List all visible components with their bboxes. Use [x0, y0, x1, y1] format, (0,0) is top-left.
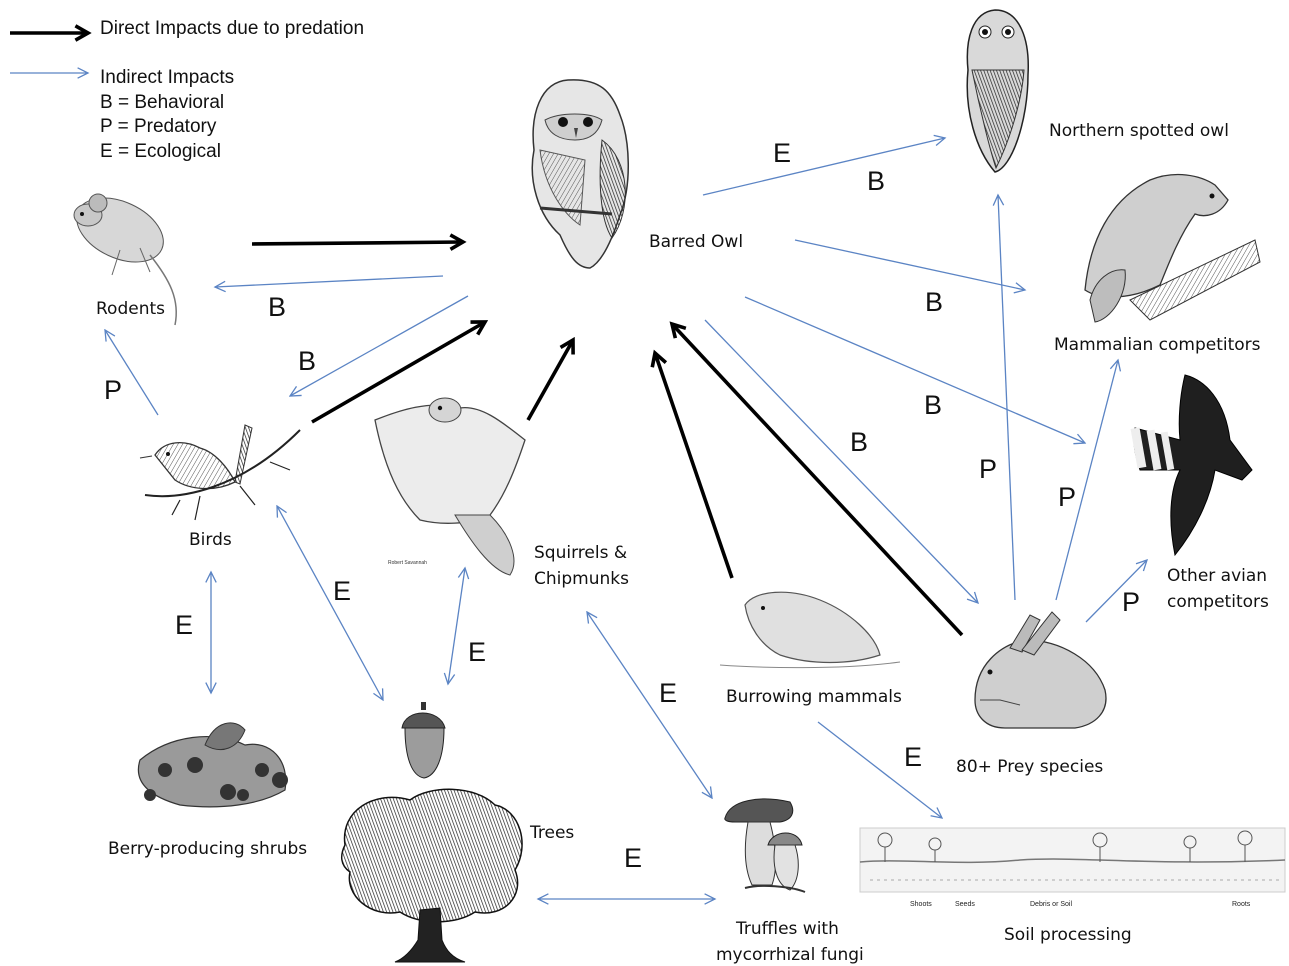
arrow-burrowing-to-soil — [818, 722, 942, 818]
mushroom-illustration — [725, 799, 805, 892]
burrowing-mammal-illustration — [720, 592, 900, 667]
arrow-birds-trees — [277, 506, 383, 700]
node-label-rodents: Rodents — [96, 299, 165, 319]
soil-illustration: Shoots Seeds Debris or Soil Roots — [860, 828, 1285, 908]
edge-label-trees-truffles-e: E — [624, 843, 642, 873]
wren-illustration — [140, 425, 300, 520]
arrow-owl-to-mammal — [795, 240, 1025, 290]
node-label-barred-owl: Barred Owl — [649, 232, 743, 252]
barred-owl-illustration — [532, 80, 628, 268]
node-label-trees: Trees — [529, 823, 574, 843]
edge-label-owl-rodents-b: B — [268, 292, 286, 322]
legend-direct-label: Direct Impacts due to predation — [100, 18, 364, 39]
acorn-illustration — [402, 702, 445, 778]
arrow-owl-to-rodents — [215, 276, 443, 287]
node-label-prey: 80+ Prey species — [956, 757, 1103, 777]
node-label-burrowing: Burrowing mammals — [726, 687, 902, 707]
soil-shoots-label: Shoots — [910, 901, 932, 908]
edge-label-owl-birds-b: B — [298, 346, 316, 376]
arrow-rodents-to-owl — [252, 242, 463, 244]
arrow-prey-to-spotted — [998, 195, 1015, 600]
hawk-illustration — [1131, 375, 1252, 555]
flying-squirrel-illustration: Robert Savannah — [375, 398, 525, 575]
arrow-squirrels-trees — [448, 568, 465, 684]
edge-label-owl-avian-b: B — [924, 390, 942, 420]
soil-debris-label: Debris or Soil — [1030, 901, 1072, 908]
rabbit-illustration — [975, 612, 1106, 728]
edge-label-owl-spotted-b: B — [867, 166, 885, 196]
legend: Direct Impacts due to predation Indirect… — [10, 18, 364, 162]
edge-label-squirrel-truffles-e: E — [659, 678, 677, 708]
node-label-truffles-1: Truffles with — [735, 919, 839, 939]
soil-seeds-label: Seeds — [955, 901, 975, 908]
node-label-avian-1: Other avian — [1167, 566, 1267, 586]
edge-label-prey-avian-p: P — [1122, 587, 1140, 617]
node-label-avian-2: competitors — [1167, 592, 1269, 612]
arrow-squirrels-to-owl — [528, 340, 573, 420]
legend-behavioral: B = Behavioral — [100, 92, 224, 113]
tree-illustration — [342, 789, 522, 962]
arrow-prey-to-mammal — [1056, 360, 1118, 600]
edge-label-owl-prey-b: B — [850, 427, 868, 457]
legend-ecological: E = Ecological — [100, 141, 221, 162]
legend-indirect-label: Indirect Impacts — [100, 67, 234, 88]
arrow-squirrels-truffles — [587, 612, 712, 798]
node-label-berry: Berry-producing shrubs — [108, 839, 307, 859]
edge-label-prey-mammal-p: P — [1058, 482, 1076, 512]
marten-illustration — [1085, 175, 1260, 322]
edge-label-squirrel-trees-e: E — [468, 637, 486, 667]
node-label-truffles-2: mycorrhizal fungi — [716, 945, 864, 965]
arrow-owl-to-avian — [745, 297, 1085, 443]
soil-roots-label: Roots — [1232, 901, 1251, 908]
node-label-birds: Birds — [189, 530, 232, 550]
arrow-prey-to-owl — [672, 324, 962, 635]
edge-label-birds-berry-e: E — [175, 610, 193, 640]
node-label-squirrels-1: Squirrels & — [534, 543, 627, 563]
node-label-spotted-owl: Northern spotted owl — [1049, 121, 1229, 141]
edge-label-birds-trees-e: E — [333, 576, 351, 606]
edge-label-owl-spotted-e: E — [773, 138, 791, 168]
edge-label-prey-spotted-p: P — [979, 454, 997, 484]
arrow-owl-to-spotted — [703, 138, 945, 195]
arrow-owl-to-prey — [705, 320, 978, 603]
berry-shrub-illustration — [138, 723, 288, 807]
spotted-owl-illustration — [967, 10, 1028, 172]
edge-label-burrowing-soil-e: E — [904, 742, 922, 772]
node-label-soil: Soil processing — [1004, 925, 1132, 945]
edge-label-owl-mammal-b: B — [925, 287, 943, 317]
node-label-squirrels-2: Chipmunks — [534, 569, 629, 589]
node-label-mammalian: Mammalian competitors — [1054, 335, 1261, 355]
edge-label-birds-rodents-p: P — [104, 375, 122, 405]
legend-predatory: P = Predatory — [100, 116, 217, 137]
squirrel-credit: Robert Savannah — [388, 560, 427, 566]
arrow-burrowing-to-owl — [655, 353, 732, 578]
